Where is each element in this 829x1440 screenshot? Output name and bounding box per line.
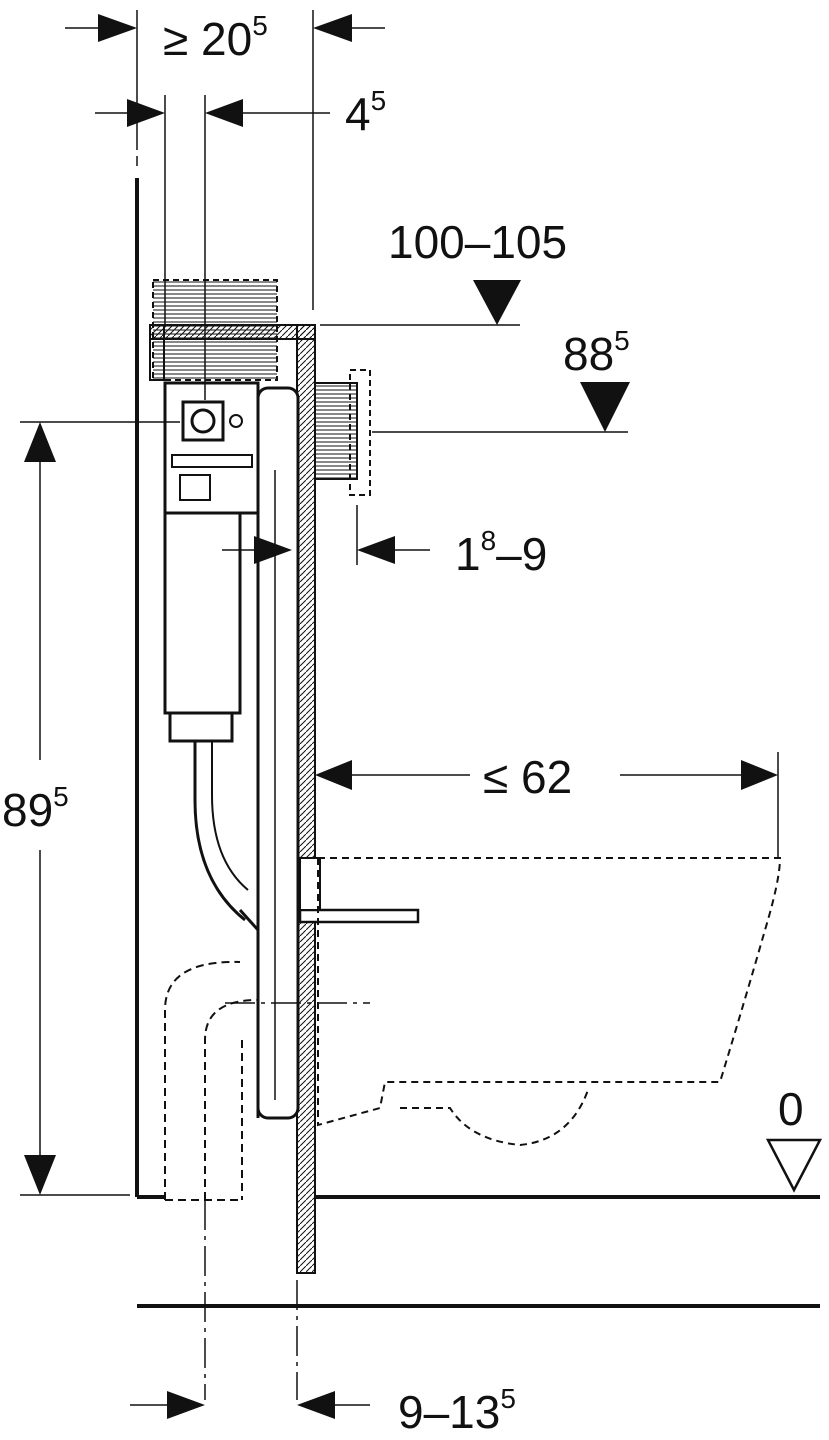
svg-text:≥ 205: ≥ 205 xyxy=(163,10,268,65)
dimension-wall-gap: 18–9 xyxy=(222,505,547,580)
svg-text:895: 895 xyxy=(2,781,69,836)
dimension-bottom-offset: 9–135 xyxy=(130,1383,516,1438)
wall-gap-value: 1 xyxy=(455,528,481,580)
flush-plate xyxy=(314,369,371,496)
toilet-projection-value: ≤ 62 xyxy=(483,751,572,803)
dimension-height-mid: 885 xyxy=(372,325,630,433)
dimension-top-width: ≥ 205 xyxy=(65,10,385,310)
wall-gap-sup: 8 xyxy=(481,525,497,556)
dimension-height-high: 100–105 xyxy=(320,216,567,326)
floor-reference-marker: 0 xyxy=(765,1083,823,1193)
offset-small-sup: 5 xyxy=(371,85,387,116)
flush-pipe xyxy=(193,741,260,1118)
installation-frame xyxy=(256,386,300,1120)
actuator-plate-top xyxy=(152,279,278,381)
height-high-value: 100–105 xyxy=(388,216,567,268)
height-mid-sup: 5 xyxy=(614,325,630,356)
offset-small-value: 4 xyxy=(345,88,371,140)
drain-bend xyxy=(164,960,259,1201)
left-height-value: 89 xyxy=(2,784,53,836)
left-height-sup: 5 xyxy=(53,781,69,812)
dimension-left-height: 895 xyxy=(2,421,180,1196)
mounting-bolt xyxy=(298,857,420,924)
bottom-offset-value: 9–13 xyxy=(398,1386,500,1438)
centerlines xyxy=(164,95,370,1400)
svg-text:18–9: 18–9 xyxy=(455,525,547,580)
dimension-toilet-projection: ≤ 62 xyxy=(315,751,779,858)
svg-text:885: 885 xyxy=(563,325,630,380)
bottom-offset-sup: 5 xyxy=(500,1383,516,1414)
top-width-sup: 5 xyxy=(252,10,268,41)
wall-hung-toilet xyxy=(317,857,782,1147)
wall-gap-tail: –9 xyxy=(496,528,547,580)
top-width-value: ≥ 20 xyxy=(163,13,252,65)
floor-ref-value: 0 xyxy=(778,1083,804,1135)
height-mid-value: 88 xyxy=(563,328,614,380)
svg-text:45: 45 xyxy=(345,85,386,140)
svg-text:9–135: 9–135 xyxy=(398,1383,516,1438)
dimension-offset-small: 45 xyxy=(95,85,386,140)
cistern xyxy=(163,381,260,743)
